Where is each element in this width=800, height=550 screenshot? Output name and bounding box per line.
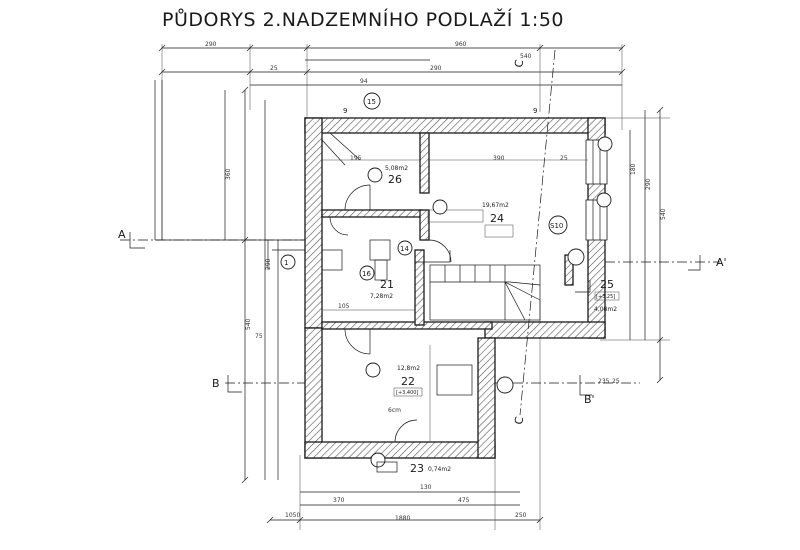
- room-26: 5,08m2 26: [385, 165, 408, 186]
- svg-text:14: 14: [400, 245, 409, 253]
- svg-text:1: 1: [284, 259, 288, 267]
- svg-text:16: 16: [362, 270, 371, 278]
- marker-bubbles: 15 14 16 S10 1 9 9: [280, 92, 613, 468]
- section-label-a: A: [118, 228, 126, 241]
- svg-text:12,8m2: 12,8m2: [397, 365, 420, 372]
- dimension-lines: 960 540 290 94 290 25 195 390 25 75 105 …: [158, 41, 670, 530]
- svg-text:94: 94: [360, 78, 368, 85]
- section-arrow-icon: [129, 232, 701, 396]
- room-24: 19,67m2 24: [482, 202, 509, 225]
- walls: [304, 117, 606, 459]
- svg-text:9: 9: [533, 107, 537, 115]
- svg-text:180: 180: [630, 163, 637, 175]
- svg-text:23: 23: [410, 462, 424, 475]
- svg-text:250: 250: [515, 512, 527, 519]
- section-label-c-bottom: C: [512, 415, 526, 425]
- svg-text:390: 390: [493, 155, 505, 162]
- svg-text:290: 290: [205, 41, 217, 48]
- svg-text:370: 370: [333, 497, 345, 504]
- svg-text:19,67m2: 19,67m2: [482, 202, 509, 209]
- svg-text:S10: S10: [550, 222, 563, 230]
- room-details: [321, 132, 588, 442]
- svg-text:540: 540: [660, 208, 667, 220]
- svg-text:15: 15: [367, 98, 376, 106]
- room-22: 12,8m2 22 [+3,400]: [393, 365, 423, 397]
- section-lines: [120, 49, 720, 416]
- svg-text:25: 25: [612, 378, 620, 385]
- section-label-b: B: [212, 377, 220, 390]
- svg-text:4,08m2: 4,08m2: [594, 306, 617, 313]
- section-label-b-prime: B': [584, 393, 595, 406]
- svg-text:130: 130: [420, 484, 432, 491]
- svg-text:0,74m2: 0,74m2: [428, 466, 451, 473]
- drawing-title: PŮDORYS 2.NADZEMNÍHO PODLAŽÍ 1:50: [162, 9, 565, 31]
- svg-text:5,08m2: 5,08m2: [385, 165, 408, 172]
- svg-text:7,28m2: 7,28m2: [370, 293, 393, 300]
- svg-text:290: 290: [265, 258, 272, 270]
- stair-icon: [415, 250, 591, 321]
- svg-text:195: 195: [350, 155, 362, 162]
- room-23: 23 0,74m2: [376, 461, 451, 475]
- door-swing-icon: [329, 184, 452, 443]
- svg-text:1050: 1050: [285, 512, 300, 519]
- section-label-a-prime: A': [716, 256, 727, 269]
- svg-text:105: 105: [338, 303, 350, 310]
- svg-text:475: 475: [458, 497, 470, 504]
- window-icon: [585, 139, 608, 241]
- svg-text:26: 26: [388, 173, 402, 186]
- room-21: 21 7,28m2: [370, 278, 394, 300]
- svg-text:22: 22: [401, 375, 415, 388]
- svg-text:235: 235: [598, 378, 610, 385]
- svg-text:290: 290: [430, 65, 442, 72]
- svg-text:75: 75: [255, 333, 263, 340]
- svg-text:25: 25: [270, 65, 278, 72]
- svg-text:6cm: 6cm: [388, 407, 401, 414]
- svg-text:1880: 1880: [395, 515, 410, 522]
- svg-text:[+3,25]: [+3,25]: [596, 294, 615, 300]
- svg-text:540: 540: [520, 53, 532, 60]
- svg-text:21: 21: [380, 278, 394, 291]
- svg-text:290: 290: [645, 178, 652, 190]
- svg-text:24: 24: [490, 212, 504, 225]
- section-label-c-top: C: [512, 58, 526, 68]
- svg-text:360: 360: [225, 168, 232, 180]
- svg-text:25: 25: [600, 278, 614, 291]
- svg-text:960: 960: [455, 41, 467, 48]
- room-25: 25 [+3,25] 4,08m2: [594, 278, 620, 313]
- svg-text:25: 25: [560, 155, 568, 162]
- svg-text:9: 9: [343, 107, 347, 115]
- svg-text:540: 540: [245, 318, 252, 330]
- svg-text:[+3,400]: [+3,400]: [396, 390, 418, 396]
